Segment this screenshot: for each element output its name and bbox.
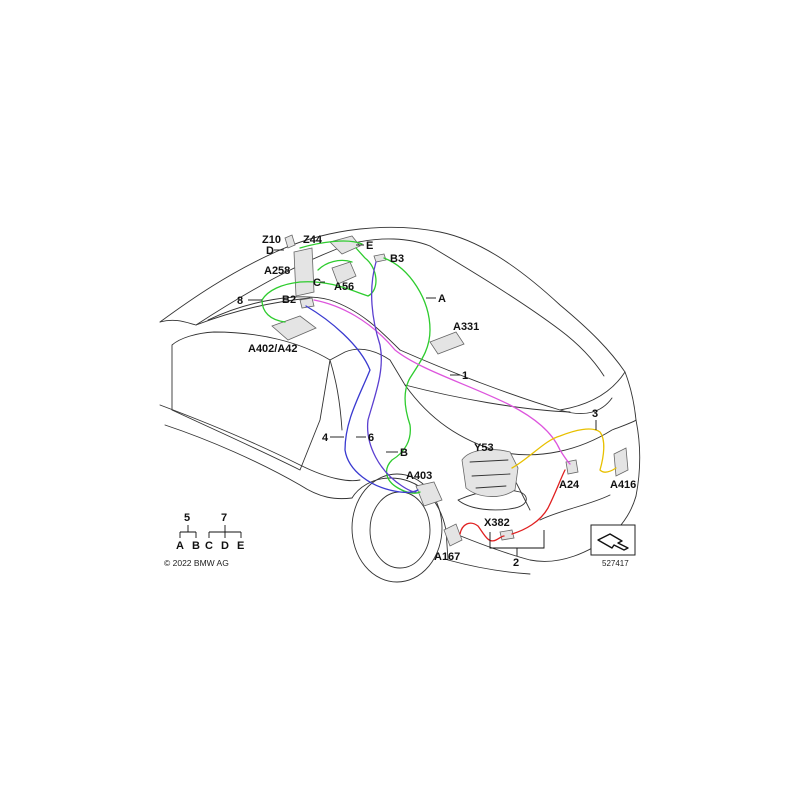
label-8: 8 (237, 295, 243, 307)
label-a24: A24 (559, 479, 580, 491)
label-2: 2 (513, 557, 519, 569)
wiring-harnesses (261, 240, 617, 542)
label-e-top: E (366, 240, 373, 252)
copyright-text: © 2022 BMW AG (164, 558, 229, 568)
label-a56: A56 (334, 281, 354, 293)
label-d-top: D (266, 245, 274, 257)
b2-component (299, 297, 315, 309)
wire-green-8 (261, 247, 377, 301)
label-6: 6 (368, 432, 374, 444)
z44-component (329, 235, 361, 255)
a167-component (443, 523, 463, 547)
legend-5-right: B (192, 540, 200, 552)
wire-magenta-1 (313, 299, 571, 465)
legend-7-right: E (237, 540, 244, 552)
b3-component (373, 253, 387, 263)
label-4: 4 (322, 432, 329, 444)
label-c: C (313, 277, 321, 289)
label-a-wire: A (438, 293, 446, 305)
arrow-orientation-icon (590, 524, 636, 556)
label-a402-a42: A402/A42 (248, 343, 298, 355)
label-1: 1 (462, 370, 468, 382)
label-z10: Z10 (262, 234, 281, 246)
leader-lines (248, 244, 597, 556)
legend-5-number: 5 (184, 512, 190, 524)
label-b3: B3 (390, 253, 404, 265)
reference-number: 527417 (602, 559, 629, 568)
wire-blue-4 (305, 305, 419, 494)
label-z44: Z44 (303, 234, 323, 246)
a258-component (293, 247, 315, 297)
legend-7-middle: D (221, 540, 229, 552)
label-x382: X382 (484, 517, 510, 529)
a403-component (415, 481, 443, 507)
x382-component (499, 529, 515, 541)
label-b2: B2 (282, 294, 296, 306)
car-body-outline (159, 226, 641, 583)
label-a331: A331 (453, 321, 479, 333)
labels: Z10 D Z44 E B3 A258 C A56 8 B2 A A331 A4… (237, 234, 636, 569)
wire-purple-6 (366, 261, 417, 493)
label-3: 3 (592, 408, 598, 420)
wire-yellow-3 (511, 428, 617, 473)
legend-7-left: C (205, 540, 213, 552)
label-a403: A403 (406, 470, 432, 482)
a416-component (613, 447, 629, 477)
components (271, 234, 629, 547)
label-y53: Y53 (474, 442, 494, 454)
y53-engine (461, 449, 519, 497)
a402-component (271, 315, 317, 341)
wire-green-a (383, 257, 431, 494)
wire-red-2 (459, 469, 566, 542)
legend-7-number: 7 (221, 512, 227, 524)
label-a258: A258 (264, 265, 290, 277)
a331-component (429, 331, 465, 355)
legend-5-left: A (176, 540, 184, 552)
wire-green-loop (261, 240, 363, 323)
label-a167: A167 (434, 551, 460, 563)
a56-component (331, 261, 357, 285)
label-a416: A416 (610, 479, 636, 491)
legend: 5 A B 7 C D E (176, 512, 244, 552)
label-b-wire: B (400, 447, 408, 459)
z10-component (284, 234, 296, 249)
